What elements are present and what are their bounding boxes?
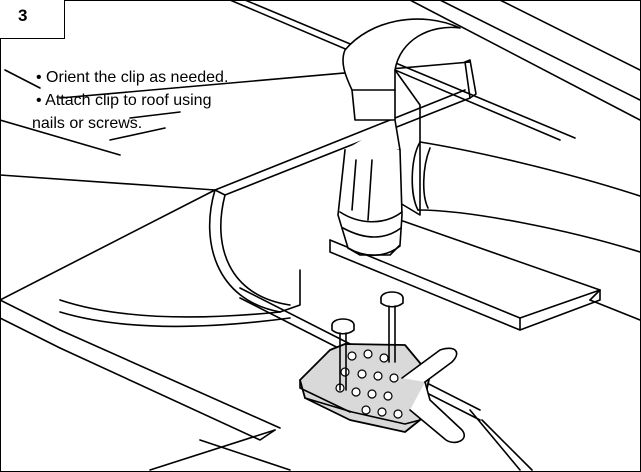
instruction-text: • Orient the clip as needed. • Attach cl… (32, 66, 336, 135)
step-number: 3 (18, 6, 28, 25)
gutter (0, 59, 477, 328)
step-number-box: 3 (0, 0, 65, 39)
instruction-line-attach: • Attach clip to roof using (36, 92, 212, 109)
board (329, 219, 641, 331)
instruction-line-fasteners: nails or screws. (32, 115, 143, 132)
instruction-line-orient: • Orient the clip as needed. (36, 69, 229, 86)
nails (331, 291, 404, 391)
hammer (337, 18, 641, 257)
clip-holes (335, 349, 403, 419)
gutter-clip (299, 343, 465, 444)
